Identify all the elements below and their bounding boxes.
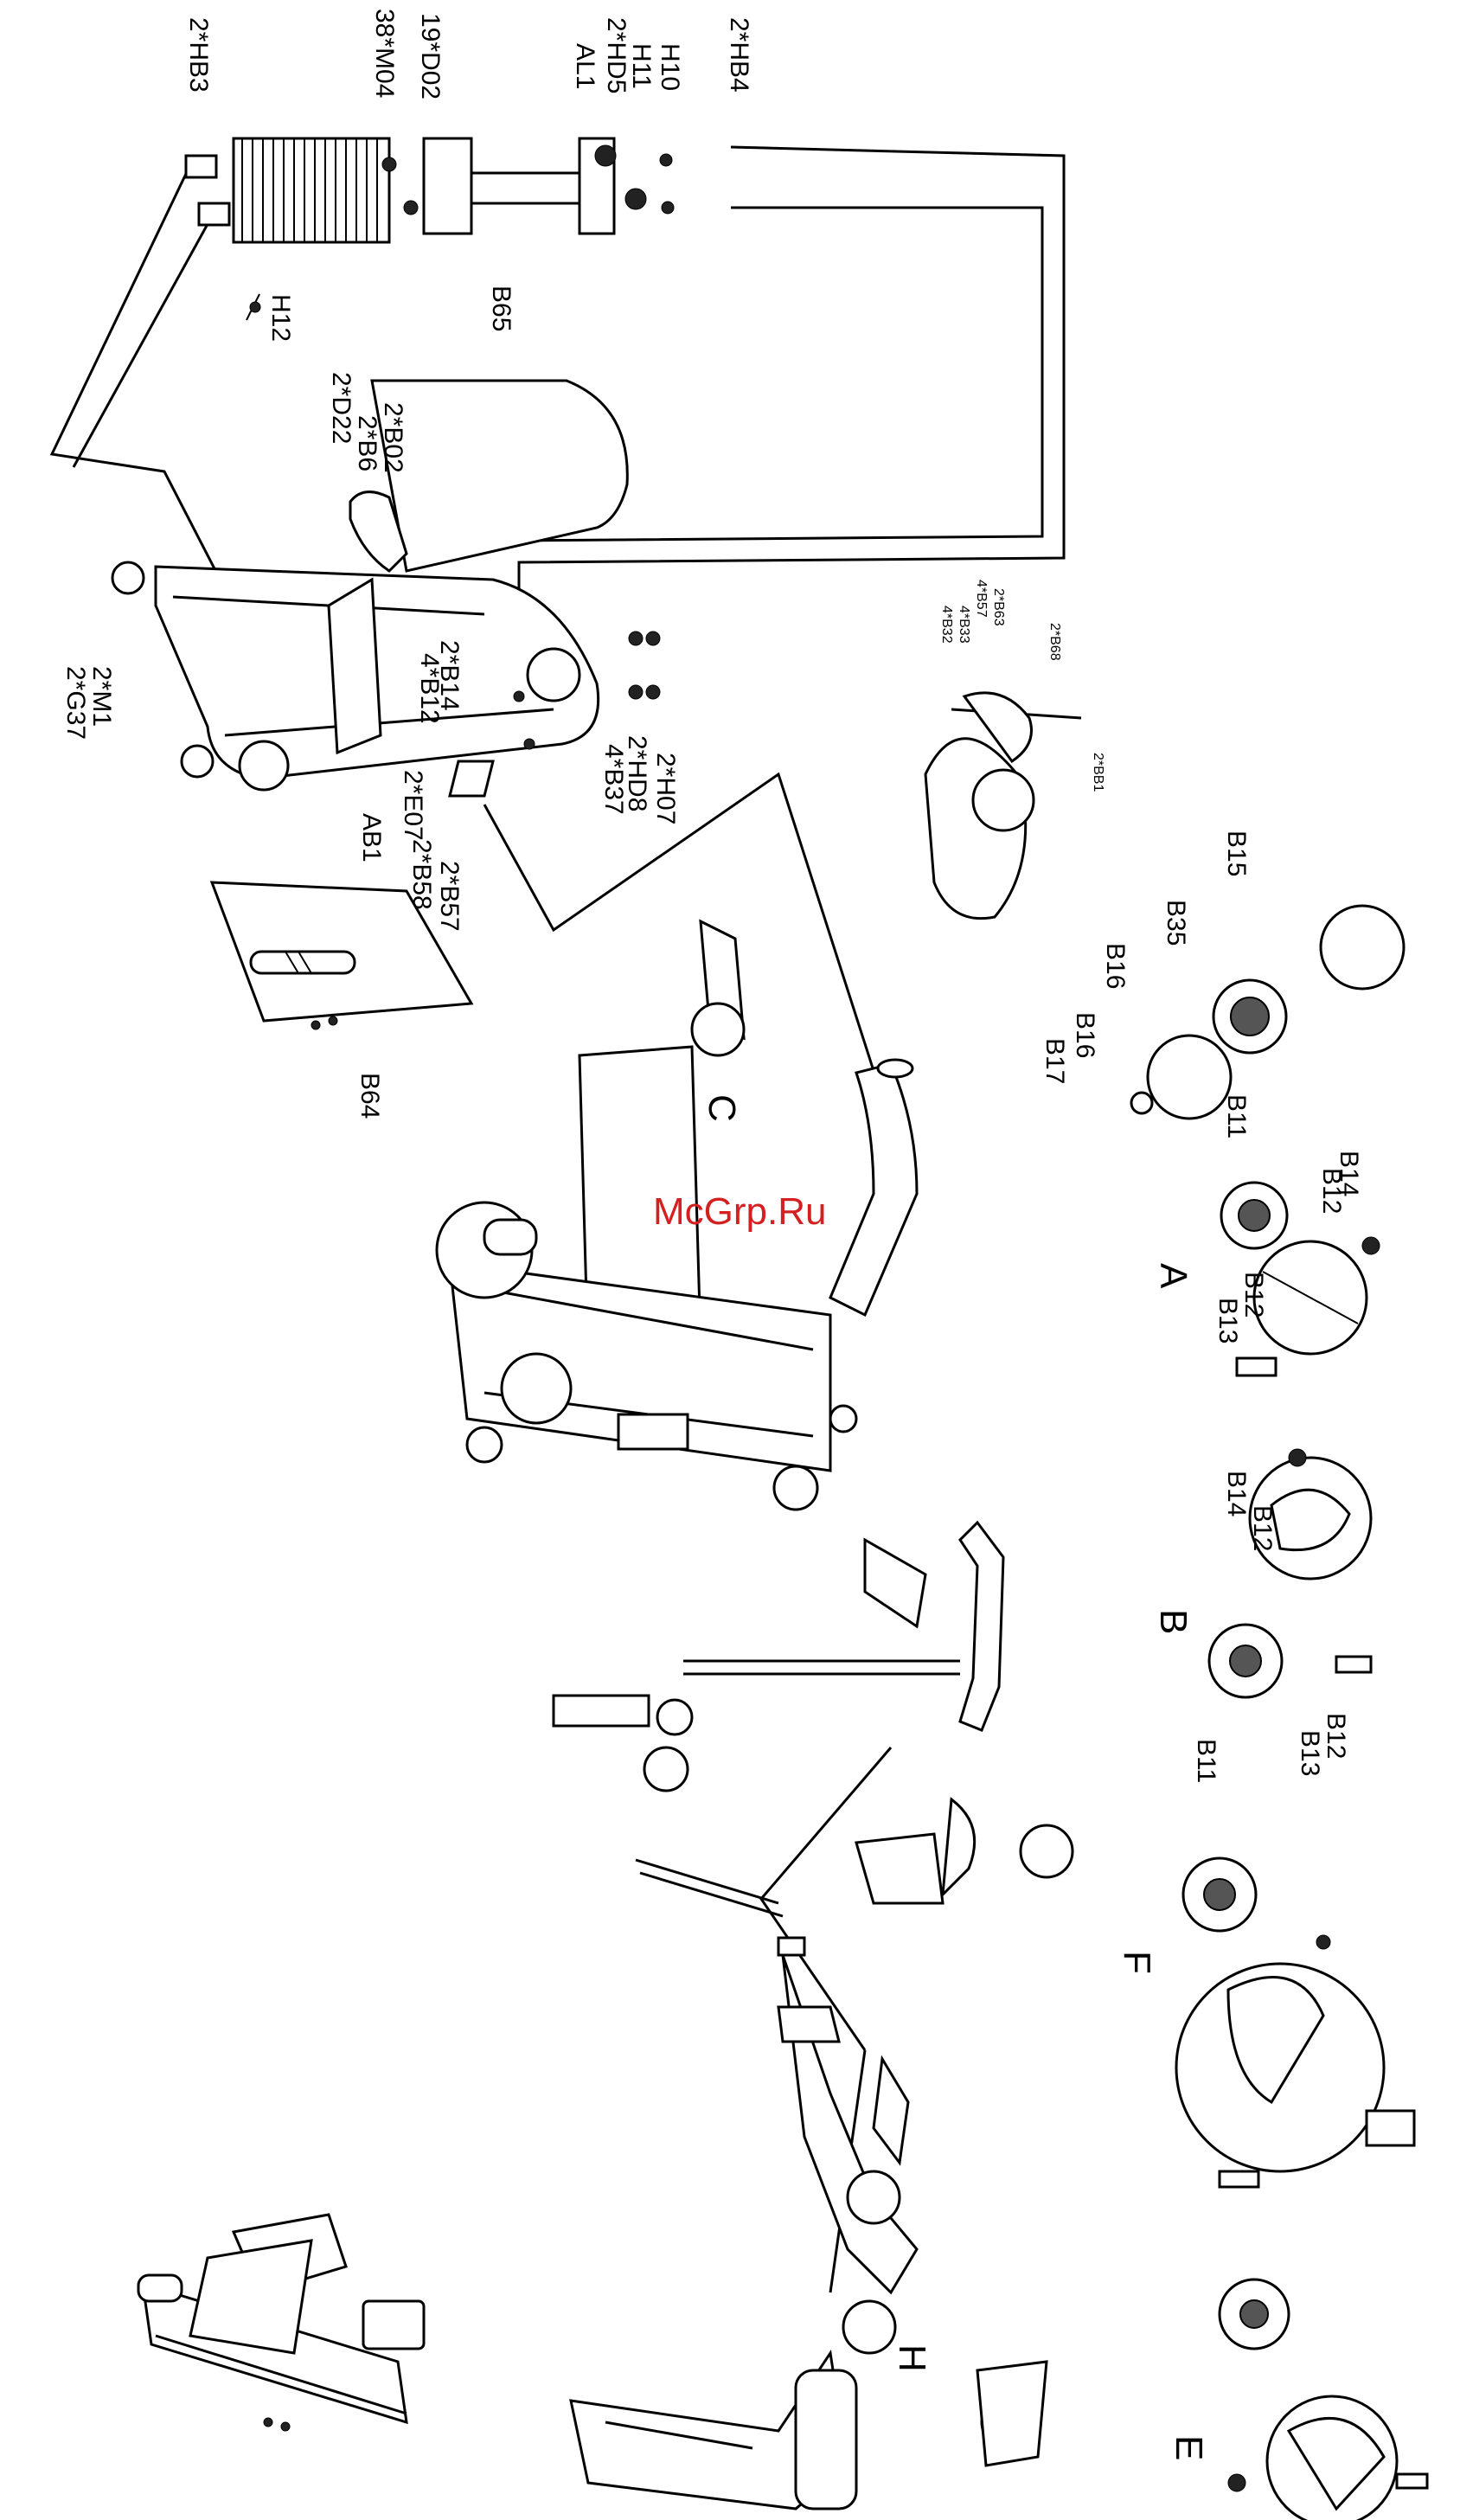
label-b63: 2*B63 xyxy=(991,588,1006,626)
label-b6: 2*B6 xyxy=(353,415,381,471)
label-b64: B64 xyxy=(355,1073,384,1119)
detail-h xyxy=(571,2353,1047,2509)
detail-letter-f: F xyxy=(1116,1951,1158,1974)
a-label-b13: B13 xyxy=(1213,1298,1242,1343)
detail-e xyxy=(1220,2280,1427,2520)
label-b57: 2*B57 xyxy=(435,861,464,932)
label-g37: 2*G37 xyxy=(61,666,90,740)
b-label-b12b: B12 xyxy=(1322,1713,1350,1759)
detail-letter-a: A xyxy=(1152,1263,1194,1289)
detail-letter-h: H xyxy=(891,2344,933,2372)
label-b58: 2*B58 xyxy=(407,839,436,910)
label-b33: 4*B33 xyxy=(957,606,971,644)
b-label-b11: B11 xyxy=(1192,1739,1220,1783)
detail-letter-e: E xyxy=(1168,2435,1210,2460)
label-ab1: AB1 xyxy=(357,813,386,862)
label-d02: 19*D02 xyxy=(416,13,445,99)
label-h12: H12 xyxy=(266,294,295,342)
label-b37: 4*B37 xyxy=(599,744,628,815)
a-label-b16: B16 xyxy=(1101,943,1130,989)
a-label-b12: B12 xyxy=(1317,1168,1346,1214)
a-label-b35: B35 xyxy=(1162,900,1190,946)
label-h07: 2*H07 xyxy=(651,753,680,824)
detail-letter-c: C xyxy=(701,1094,743,1122)
bench-assembly xyxy=(138,2215,424,2431)
a-label-b17: B17 xyxy=(1041,1038,1069,1084)
label-h11: H11 xyxy=(627,43,656,89)
weight-stack xyxy=(186,138,674,320)
label-d22: 2*D22 xyxy=(327,372,355,444)
b-label-b13: B13 xyxy=(1296,1730,1324,1776)
label-al1: AL1 xyxy=(571,43,599,89)
lower-linkage xyxy=(554,1523,1073,2353)
label-b02: 2*B02 xyxy=(379,402,407,473)
label-b32: 4*B32 xyxy=(939,606,954,644)
label-b65: B65 xyxy=(487,285,515,331)
b-label-b12: B12 xyxy=(1248,1505,1277,1551)
label-hd5: 2*HD5 xyxy=(602,17,631,93)
a-label-b15: B15 xyxy=(1222,830,1251,876)
label-m1: 2*M1 xyxy=(87,666,116,727)
label-b57b: 4*B57 xyxy=(974,580,989,618)
a-label-b16b: B16 xyxy=(1071,1012,1099,1058)
watermark-text: McGrp.Ru xyxy=(653,1190,826,1233)
detail-f xyxy=(1176,1858,1414,2187)
a-label-b12b: B12 xyxy=(1239,1272,1268,1318)
label-hb4: 2*HB4 xyxy=(725,17,753,93)
label-hb3: 2*HB3 xyxy=(184,17,213,93)
detail-letters: A B C F E H xyxy=(701,1094,1210,2460)
detail-letter-b: B xyxy=(1152,1609,1194,1634)
label-m04: 38*M04 xyxy=(370,9,399,98)
label-b12: 4*B12 xyxy=(415,653,444,724)
label-bb1: 2*BB1 xyxy=(1091,753,1105,792)
pulley-assembly-upper xyxy=(925,693,1081,919)
label-e07: 2*E07 xyxy=(399,770,427,841)
label-b68: 2*B68 xyxy=(1047,623,1062,661)
b-label-b14: B14 xyxy=(1222,1471,1251,1516)
a-label-b11: B11 xyxy=(1222,1094,1251,1138)
main-arm-frame xyxy=(112,562,660,796)
label-h10: H10 xyxy=(656,43,684,91)
